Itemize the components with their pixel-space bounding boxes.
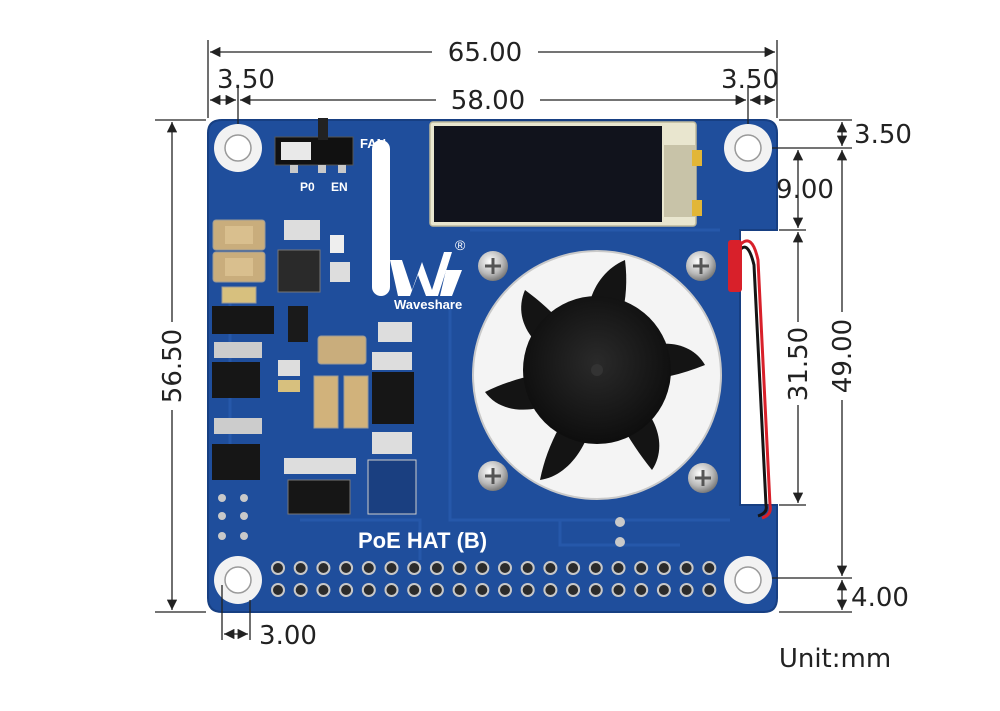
dim-hole-spacing: 58.00 bbox=[451, 86, 525, 116]
gpio-pin bbox=[407, 561, 422, 575]
gpio-pin bbox=[339, 583, 354, 597]
dim-oled-height: 9.00 bbox=[776, 175, 834, 205]
unit-label: Unit:mm bbox=[779, 644, 891, 674]
mb10f-bridge-1 bbox=[212, 362, 260, 398]
mount-hole-top-left bbox=[214, 124, 262, 172]
gpio-pin bbox=[702, 561, 717, 575]
gpio-pin bbox=[452, 583, 467, 597]
dim-top-offset: 3.50 bbox=[854, 120, 912, 150]
dimension-labels: 65.00 3.50 58.00 3.50 3.50 9.00 4.00 3.0… bbox=[158, 38, 912, 651]
gpio-pin bbox=[475, 561, 490, 575]
dim-bottom-offset: 4.00 bbox=[851, 583, 909, 613]
brand-name-text: Waveshare bbox=[394, 297, 462, 312]
registered-mark: ® bbox=[455, 237, 466, 253]
gpio-pin bbox=[293, 561, 308, 575]
screw-bottom-left bbox=[478, 461, 508, 491]
gpio-pin bbox=[384, 583, 399, 597]
gpio-pin bbox=[702, 583, 717, 597]
gpio-pin bbox=[679, 561, 694, 575]
mb10f-bridge-2 bbox=[212, 444, 260, 480]
gpio-pin bbox=[611, 561, 626, 575]
oled-display bbox=[429, 121, 702, 227]
gpio-pin bbox=[293, 583, 308, 597]
dimension-lines bbox=[155, 40, 852, 640]
gpio-pin bbox=[498, 583, 512, 597]
gpio-pin bbox=[566, 561, 581, 575]
gpio-pin bbox=[656, 561, 671, 575]
dim-overall-width: 65.00 bbox=[448, 38, 522, 68]
fan-wire bbox=[728, 239, 772, 520]
gpio-pin bbox=[475, 583, 490, 597]
dim-fan-height: 31.50 bbox=[784, 327, 814, 401]
gpio-pin bbox=[520, 561, 535, 575]
waveshare-logo-icon bbox=[390, 252, 462, 296]
gpio-pin bbox=[429, 583, 444, 597]
gpio-pin bbox=[316, 561, 331, 575]
gpio-pin bbox=[679, 583, 694, 597]
cooling-fan bbox=[472, 250, 722, 500]
gpio-pin bbox=[271, 561, 285, 575]
gpio-pin bbox=[361, 583, 376, 597]
gpio-pin bbox=[634, 561, 649, 575]
mount-hole-bottom-right bbox=[724, 556, 772, 604]
mount-hole-bottom-left bbox=[214, 556, 262, 604]
screw-bottom-right bbox=[688, 463, 718, 493]
gpio-pin bbox=[588, 561, 603, 575]
mounting-holes bbox=[214, 124, 772, 604]
gpio-pin bbox=[498, 561, 512, 575]
gpio-pin bbox=[429, 561, 444, 575]
dim-left-margin: 3.50 bbox=[217, 65, 275, 95]
pcb-slot bbox=[372, 140, 390, 296]
switch-en-label: EN bbox=[331, 180, 348, 194]
gpio-pin bbox=[452, 561, 467, 575]
gpio-pin bbox=[656, 583, 671, 597]
gpio-pin bbox=[611, 583, 626, 597]
smd-components bbox=[212, 219, 625, 547]
gpio-pin bbox=[634, 583, 649, 597]
gpio-pin bbox=[339, 561, 354, 575]
dim-hole-offset: 3.00 bbox=[259, 621, 317, 651]
gpio-pin bbox=[520, 583, 535, 597]
dim-right-margin: 3.50 bbox=[721, 65, 779, 95]
switch-p0-label: P0 bbox=[300, 180, 315, 194]
gpio-pin bbox=[361, 561, 376, 575]
gpio-pin bbox=[588, 583, 603, 597]
gpio-pin bbox=[407, 583, 422, 597]
dim-hole-vertical: 49.00 bbox=[828, 319, 858, 393]
switch-fan-label: FAN bbox=[360, 136, 386, 151]
screw-top-right bbox=[686, 251, 716, 281]
gpio-header bbox=[271, 561, 717, 597]
fan-switch bbox=[274, 118, 354, 173]
mount-hole-top-right bbox=[724, 124, 772, 172]
fan-screws bbox=[478, 251, 718, 493]
screw-top-left bbox=[478, 251, 508, 281]
gpio-pin bbox=[316, 583, 331, 597]
gpio-pin bbox=[543, 561, 558, 575]
gpio-pin bbox=[543, 583, 558, 597]
board-title-text: PoE HAT (B) bbox=[358, 528, 487, 553]
gpio-pin bbox=[566, 583, 581, 597]
gpio-pin bbox=[271, 583, 285, 597]
gpio-pin bbox=[384, 561, 399, 575]
dim-overall-height: 56.50 bbox=[158, 329, 188, 403]
